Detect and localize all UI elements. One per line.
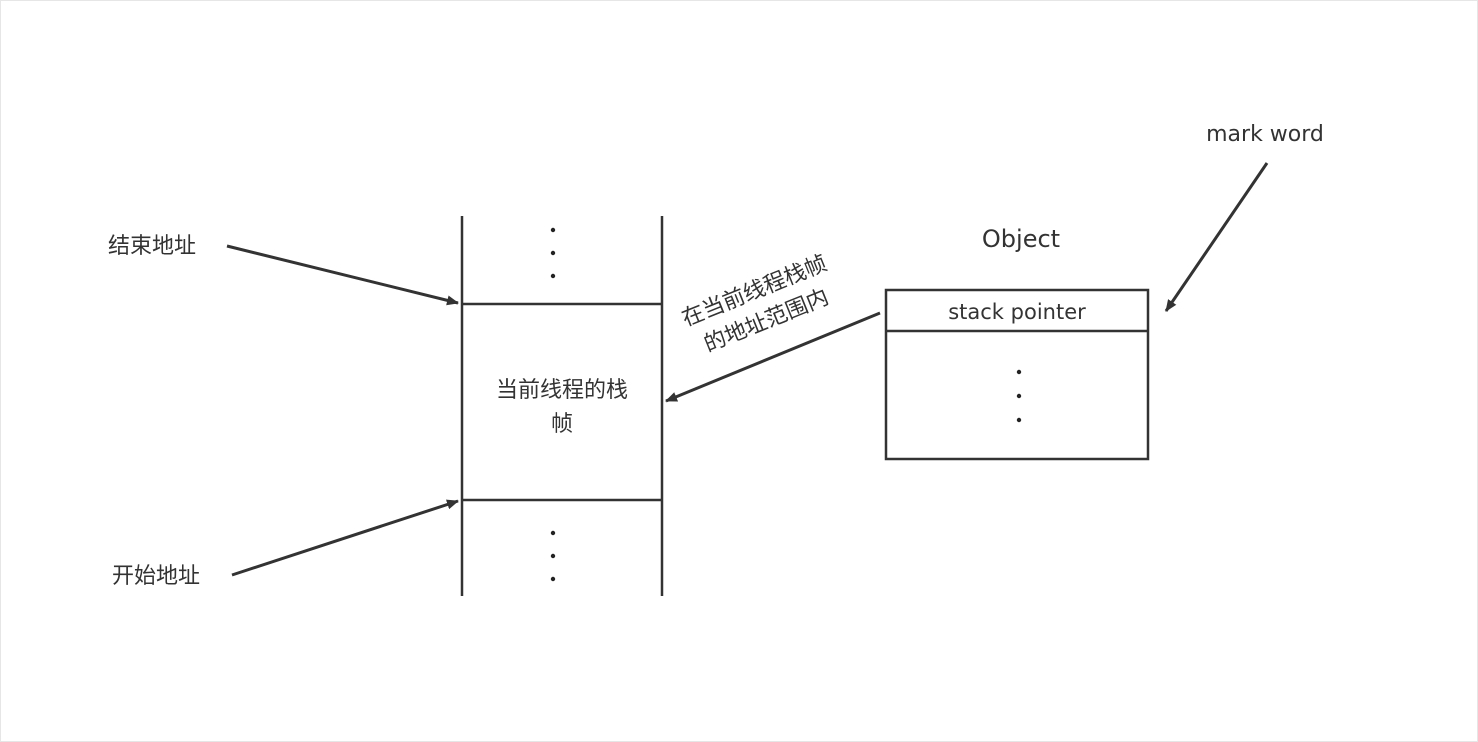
- object-label: Object: [982, 225, 1060, 253]
- range-note: 在当前线程栈帧 的地址范围内: [678, 251, 832, 357]
- mark-word-label: mark word: [1206, 122, 1324, 147]
- current-frame-label-line1: 当前线程的栈: [496, 378, 628, 403]
- object-body-ellipsis: [1016, 369, 1022, 423]
- stack-bottom-ellipsis: [550, 530, 556, 582]
- mark-word-arrow: [1164, 162, 1269, 312]
- start-address-label: 开始地址: [112, 564, 200, 589]
- stack-pointer-arrow: [665, 311, 881, 403]
- end-address-label: 结束地址: [108, 234, 196, 259]
- thread-stack: 当前线程的栈 帧: [460, 216, 664, 596]
- object-box: stack pointer: [884, 288, 1150, 461]
- end-address-arrow: [226, 244, 459, 306]
- stack-pointer-field: stack pointer: [948, 300, 1086, 324]
- current-frame-label-line2: 帧: [551, 412, 573, 437]
- start-address-arrow: [231, 499, 459, 577]
- object-box-border: [884, 288, 1150, 461]
- stack-top-ellipsis: [550, 227, 556, 279]
